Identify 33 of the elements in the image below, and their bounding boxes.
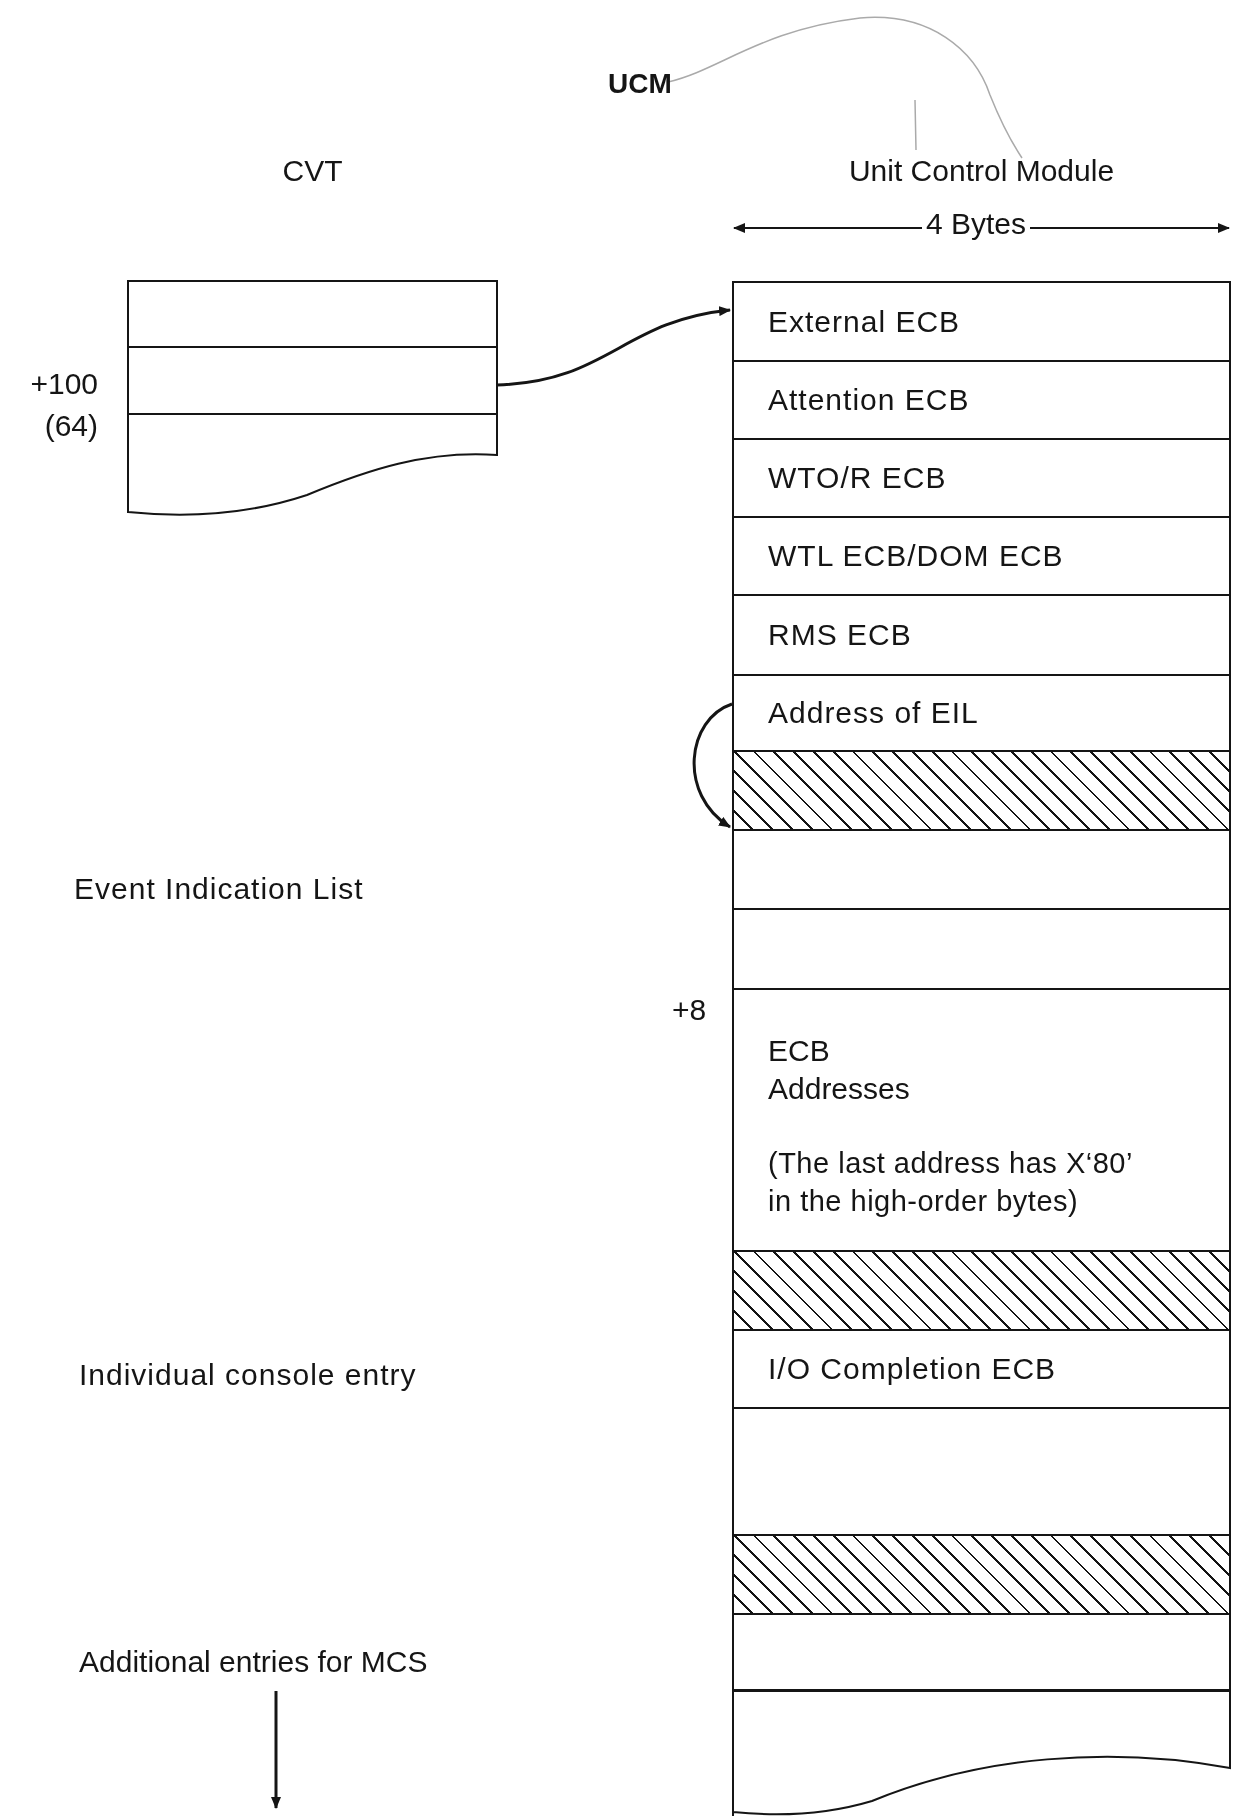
table-row xyxy=(732,281,1231,362)
row-label: WTL ECB/DOM ECB xyxy=(768,539,1064,573)
table-row xyxy=(732,1329,1231,1409)
arrow xyxy=(271,1691,281,1809)
row-label: Attention ECB xyxy=(768,383,970,417)
arrow xyxy=(692,702,733,829)
arrow xyxy=(496,306,731,387)
table-row xyxy=(732,438,1231,518)
table-row xyxy=(732,908,1231,990)
hatched-row xyxy=(732,1534,1231,1615)
table-row xyxy=(732,516,1231,596)
row-note: (The last address has X‘80’ in the high-order bytes) xyxy=(768,1146,1133,1219)
heading-label: UCM xyxy=(608,68,672,100)
table-row xyxy=(732,829,1231,910)
offset-label: +100 (64) xyxy=(29,366,98,444)
hatched-row xyxy=(732,750,1231,831)
row-label: RMS ECB xyxy=(768,618,912,652)
block-title: Unit Control Module xyxy=(847,154,1116,188)
table-row xyxy=(732,360,1231,440)
row-label: Address of EIL xyxy=(768,696,979,730)
table-row xyxy=(732,594,1231,676)
hatched-row xyxy=(732,1250,1231,1331)
table-row xyxy=(732,1690,1231,1816)
row-label: I/O Completion ECB xyxy=(768,1352,1057,1386)
section-label: Event Indication List xyxy=(74,872,364,906)
block-title: CVT xyxy=(281,154,344,188)
row-label: External ECB xyxy=(768,304,961,339)
row-label: WTO/R ECB xyxy=(768,461,947,495)
note-text: Additional entries for MCS xyxy=(79,1645,428,1679)
table-row xyxy=(732,1613,1231,1692)
row-label: ECB Addresses xyxy=(768,1033,911,1107)
section-label: Individual console entry xyxy=(79,1358,417,1392)
offset-label: +8 xyxy=(672,993,707,1027)
